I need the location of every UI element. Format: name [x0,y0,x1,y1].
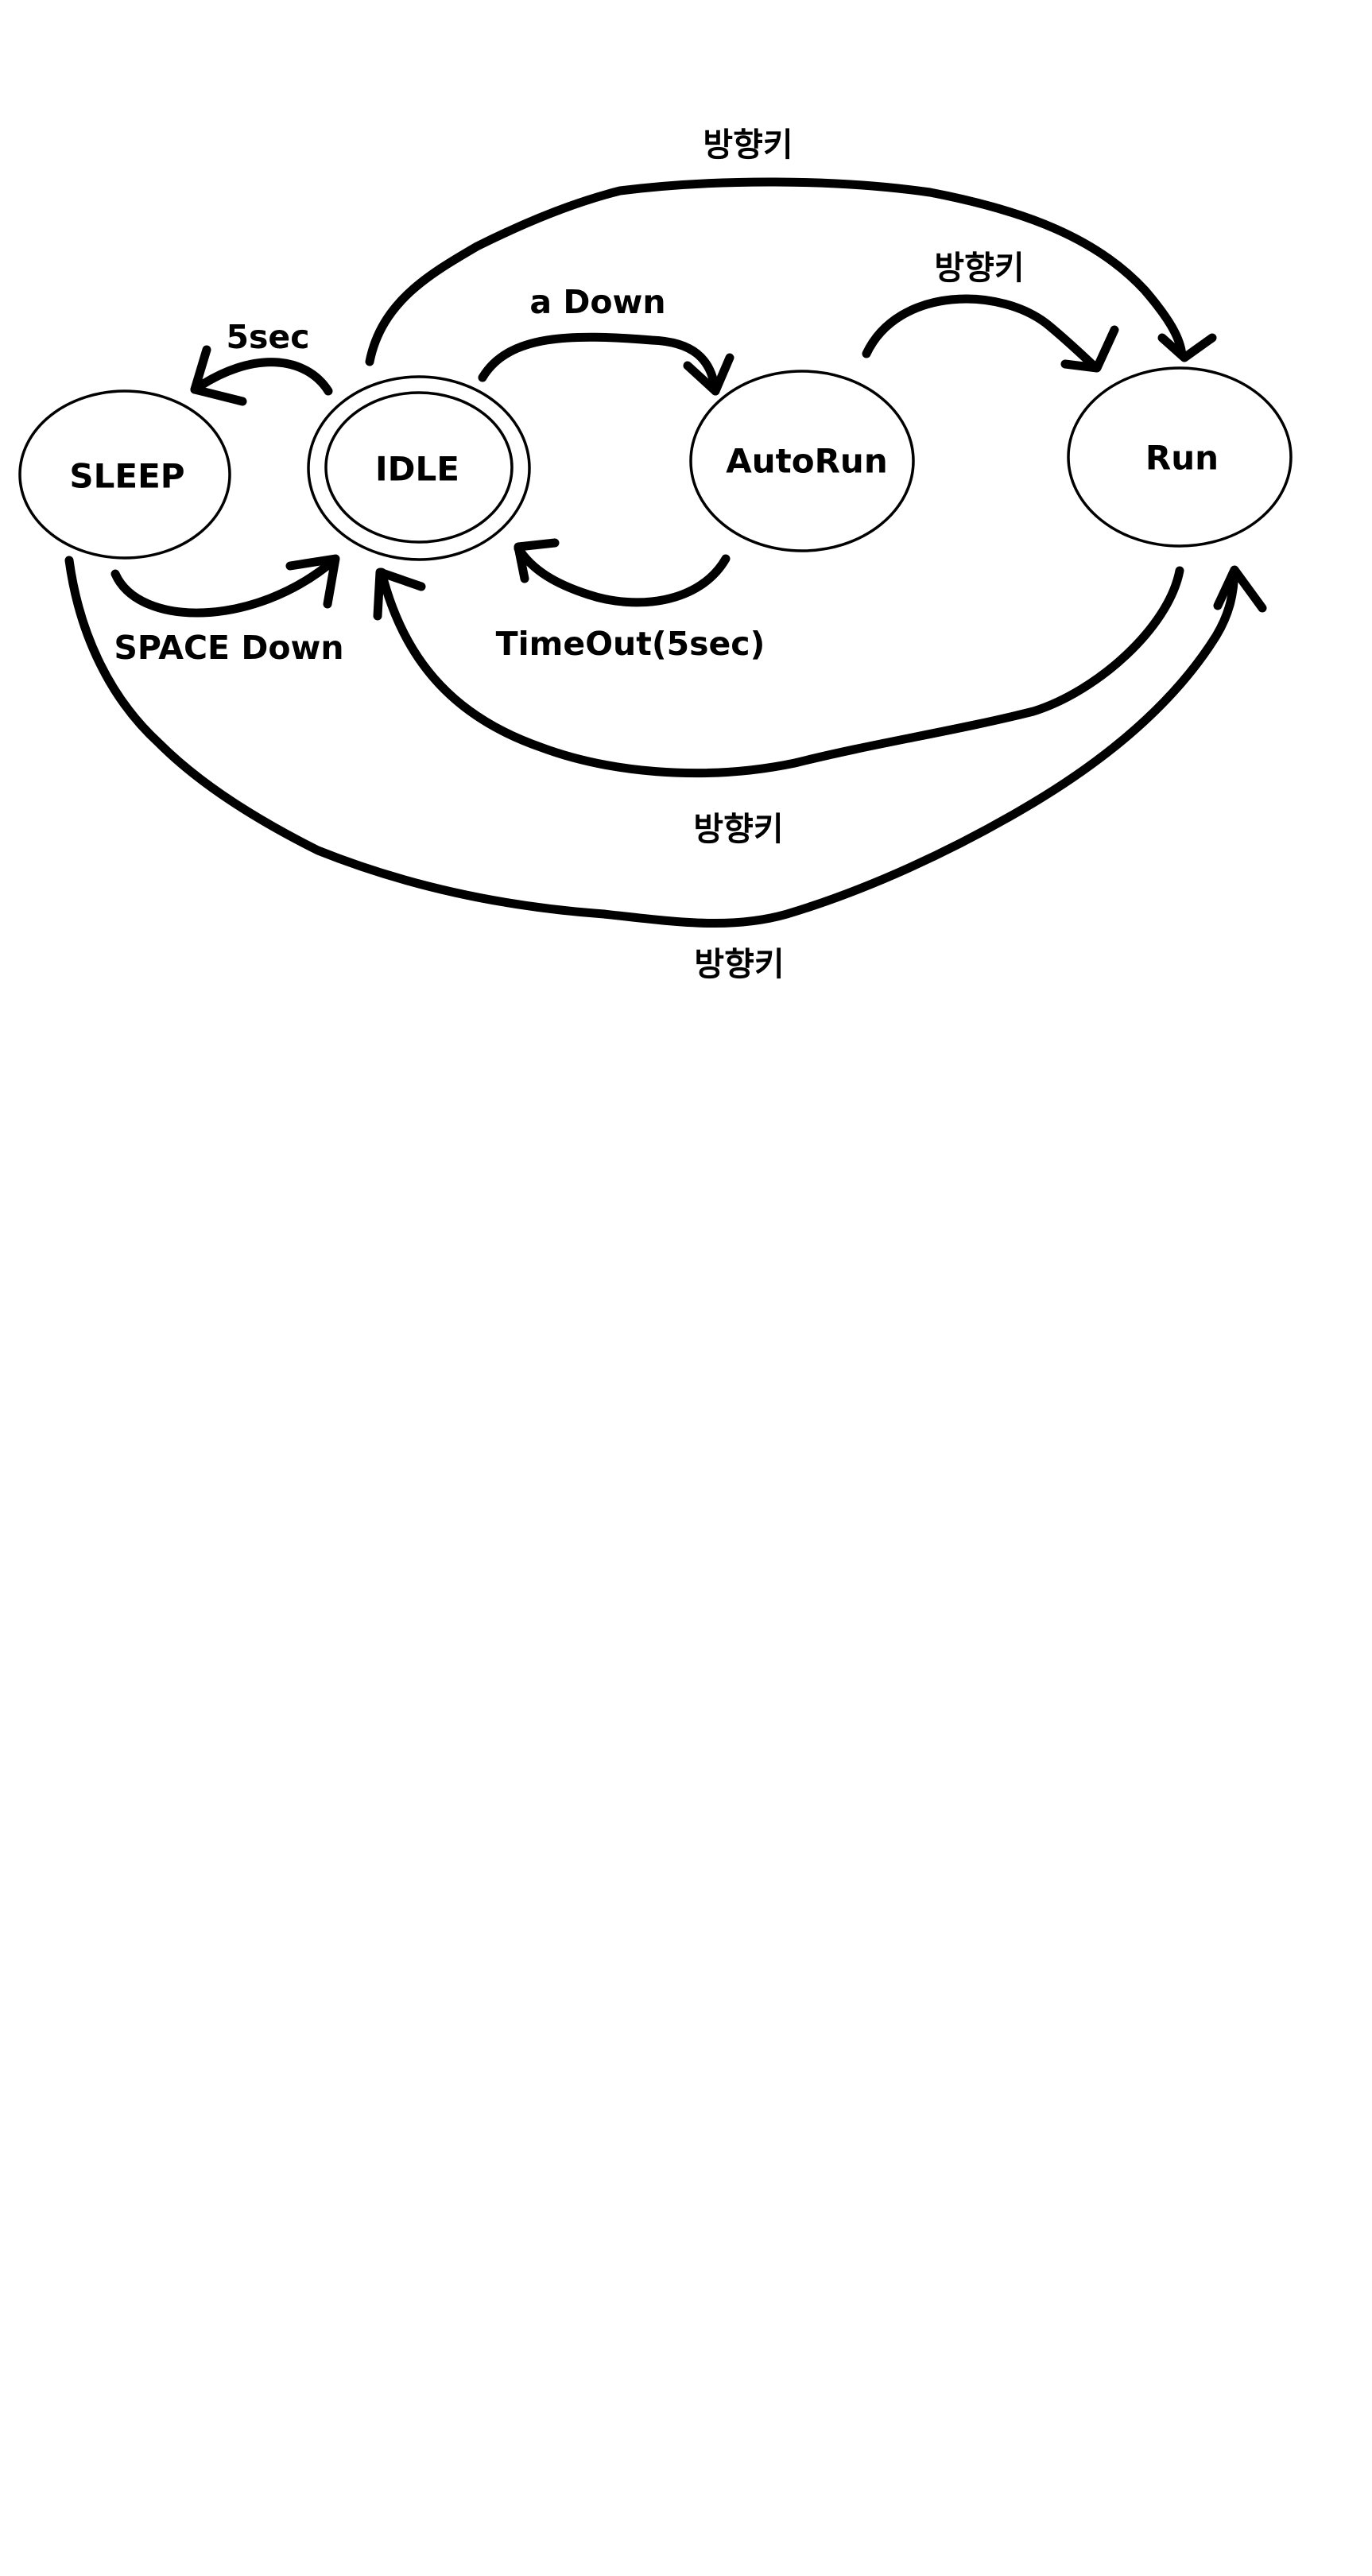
edge-line [190,358,333,396]
edge-label-arrow-keys-run-idle: 방향키 [693,810,783,848]
arrow-head [1213,565,1267,613]
edge-line [110,556,339,618]
arrow-head [373,567,426,621]
state-sleep-label: SLEEP [69,457,184,496]
arrow-head [1157,333,1217,362]
transition-run-to-idle: 방향키 [373,566,1184,848]
state-idle: IDLE [307,375,531,561]
state-run: Run [1067,366,1293,548]
edge-label-5sec: 5sec [226,318,309,356]
edge-line [514,544,731,607]
edge-label-arrow-keys-sleep-run: 방향키 [694,945,784,983]
transition-idle-to-autorun: a Down [478,283,734,396]
state-autorun-label: AutoRun [726,442,887,481]
edge-line [365,177,1187,366]
transition-idle-to-sleep: 5sec [190,318,333,406]
state-run-label: Run [1145,439,1219,478]
edge-label-space-down: SPACE Down [114,629,343,667]
transition-autorun-to-idle: TimeOut(5sec) [496,538,765,663]
transition-idle-to-run: 방향키 [365,126,1217,366]
edge-label-arrow-keys-idle-run: 방향키 [703,126,793,164]
state-idle-label: IDLE [375,450,459,489]
arrow-head [1060,325,1119,373]
edge-label-timeout: TimeOut(5sec) [496,625,765,663]
edge-line [64,556,1239,928]
edge-line [377,566,1184,778]
arrow-head [285,554,340,609]
transition-sleep-to-idle: SPACE Down [110,554,344,667]
edge-line [478,332,720,396]
state-autorun: AutoRun [689,370,915,552]
arrow-head [514,538,560,583]
edge-label-arrow-keys-autorun-run: 방향키 [934,249,1024,287]
transition-sleep-to-run: 방향키 [64,556,1267,983]
state-idle-inner-ring [324,391,514,544]
edge-line [862,294,1100,372]
transition-autorun-to-run: 방향키 [862,249,1119,373]
arrow-head [683,353,734,396]
state-sleep: SLEEP [18,389,231,560]
arrow-head [190,345,247,406]
edge-label-a-down: a Down [529,283,665,321]
